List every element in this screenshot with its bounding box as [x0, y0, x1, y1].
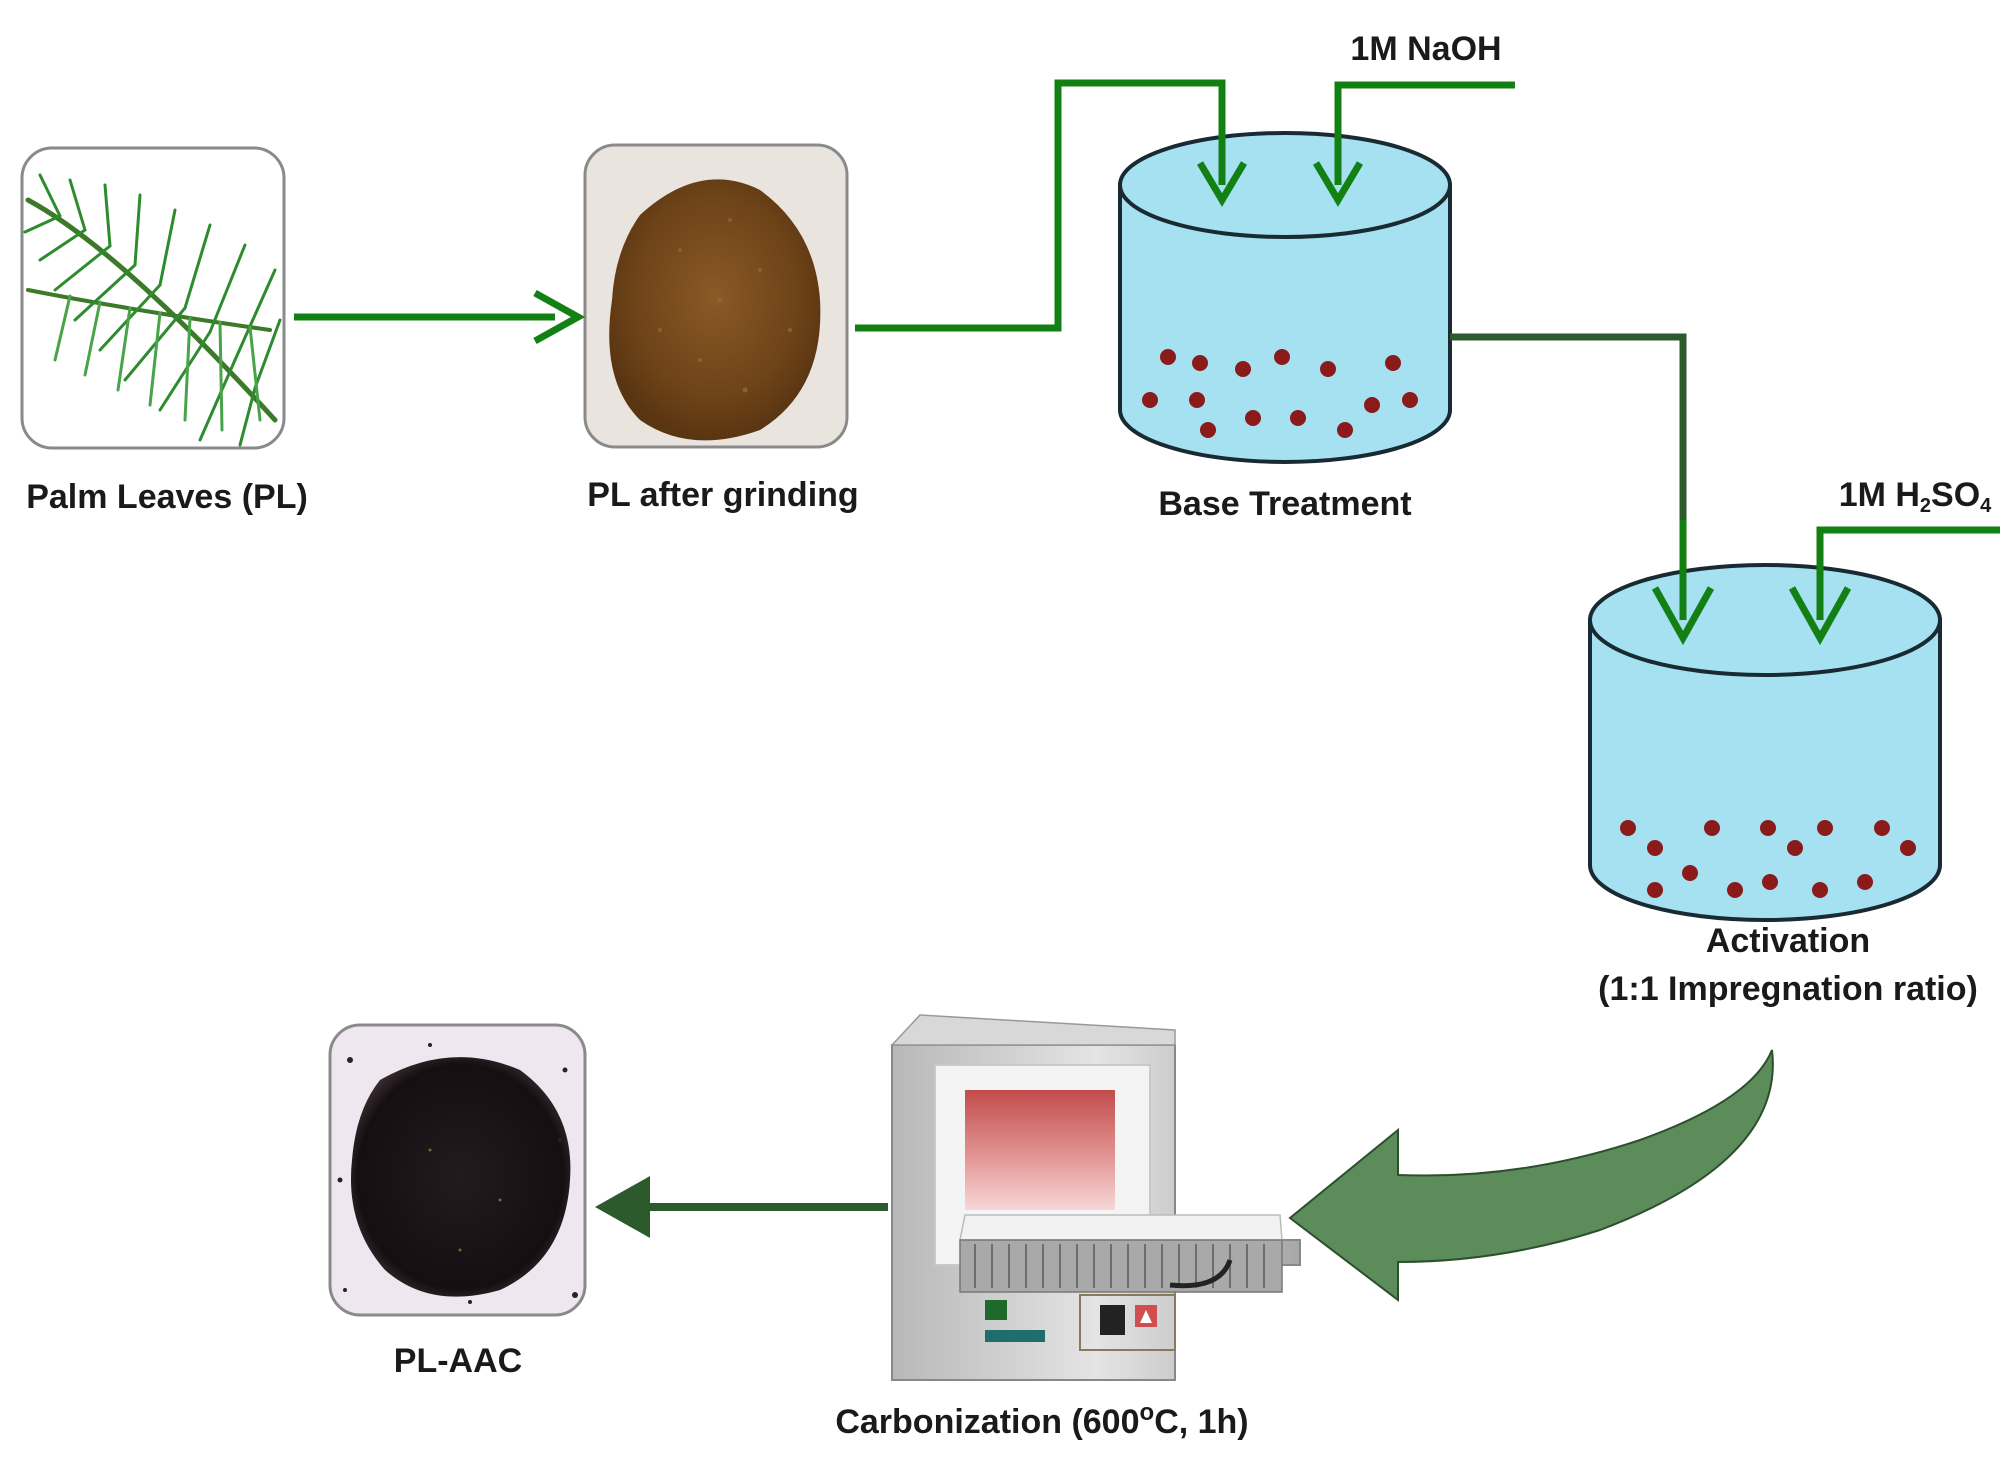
particles: [1620, 820, 1916, 898]
arrow-naoh-input: [1312, 81, 1515, 207]
label-palm-leaves: Palm Leaves (PL): [26, 478, 308, 516]
arrow-grinding-to-base-treatment: [855, 79, 1248, 332]
label-naoh: 1M NaOH: [1350, 30, 1501, 68]
h2so4-part: SO: [1931, 476, 1980, 514]
activated-carbon-picture: [328, 1023, 587, 1317]
label-base-treatment: Base Treatment: [1158, 485, 1411, 523]
black-powder-icon: [350, 1057, 571, 1297]
label-h2so4: 1M H2SO4: [1839, 476, 1992, 517]
label-carbonization: Carbonization (600oC, 1h): [835, 1399, 1248, 1441]
label-pl-aac: PL-AAC: [394, 1342, 522, 1380]
h2so4-sub-2: 2: [1920, 495, 1931, 517]
carbonization-part: Carbonization (600: [835, 1403, 1139, 1441]
arrow-carbonization-to-aac: [595, 1176, 888, 1238]
ground-palm-picture: [583, 143, 849, 449]
brown-powder-icon: [609, 179, 821, 441]
h2so4-sub-4: 4: [1980, 495, 1992, 517]
label-activation: Activation: [1706, 922, 1870, 960]
arrow-base-to-activation: [1450, 333, 1715, 646]
particles: [1142, 349, 1418, 438]
base-treatment-beaker: [1118, 131, 1452, 464]
carbonization-degree: o: [1140, 1399, 1155, 1426]
palm-leaves-picture: [20, 146, 286, 450]
carbonization-part: C, 1h): [1154, 1403, 1248, 1441]
label-impregnation-ratio: (1:1 Impregnation ratio): [1598, 970, 1978, 1008]
activation-beaker: [1588, 563, 1942, 922]
arrow-activation-to-carbonization: [1288, 1049, 1774, 1303]
palm-leaf-icon: [23, 173, 282, 447]
muffle-furnace-icon: [890, 1014, 1301, 1381]
arrow-palm-to-grinding: [294, 289, 586, 345]
arrow-h2so4-input: [1788, 526, 2000, 646]
h2so4-part: 1M H: [1839, 476, 1920, 514]
label-pl-after-grinding: PL after grinding: [587, 476, 858, 514]
